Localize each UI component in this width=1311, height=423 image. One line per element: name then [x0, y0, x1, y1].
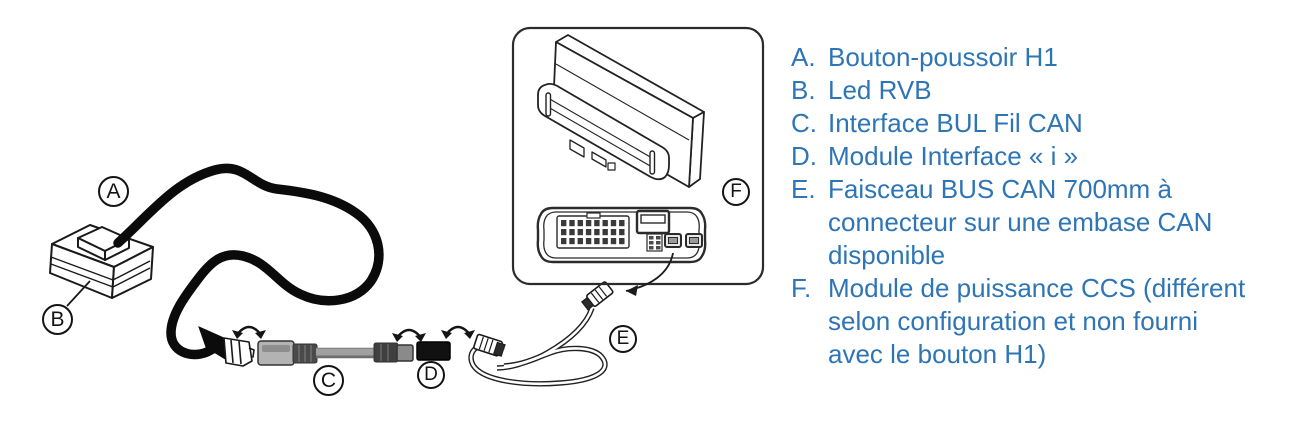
label-b-leader-line: [66, 280, 91, 307]
diagram-label-c: C: [313, 365, 344, 396]
legend-item-c: C. Interface BUL Fil CAN: [791, 107, 1296, 140]
legend-item-e: E. Faisceau BUS CAN 700mm à connecteur s…: [791, 173, 1296, 272]
legend-text: Interface BUL Fil CAN: [828, 108, 1083, 138]
legend-letter: C.: [791, 108, 817, 138]
legend-letter: B.: [791, 75, 816, 105]
button-cable-connector: [223, 337, 255, 367]
legend-letter: D.: [791, 141, 817, 171]
power-module-connector-panel: [536, 206, 707, 264]
bus-can-harness-e: [468, 281, 614, 387]
diagram-label-f: F: [722, 178, 750, 206]
label-e-letter: E: [616, 328, 630, 349]
legend-item-d: D. Module Interface « i »: [791, 140, 1296, 173]
swap-arrow-icon: [230, 325, 268, 341]
diagram-label-d: D: [417, 361, 445, 389]
legend-item-f: F. Module de puissance CCS (différent se…: [791, 272, 1296, 371]
legend-letter: A.: [791, 42, 816, 72]
label-a-letter: A: [106, 179, 121, 203]
legend-item-b: B. Led RVB: [791, 74, 1296, 107]
diagram-label-b: B: [42, 304, 73, 335]
swap-arrow-icon: [390, 328, 428, 344]
legend: A. Bouton-poussoir H1 B. Led RVB C. Inte…: [791, 41, 1296, 371]
label-c-letter: C: [320, 368, 337, 392]
button-cable: [113, 163, 384, 360]
legend-text: Module de puissance CCS (différent selon…: [828, 273, 1246, 369]
swap-arrow-icon: [439, 325, 477, 341]
legend-text: Faisceau BUS CAN 700mm à connecteur sur …: [828, 174, 1213, 270]
wiring-diagram: [49, 26, 765, 387]
interface-module-d: [416, 341, 451, 361]
label-d-letter: D: [424, 364, 438, 385]
legend-text: Bouton-poussoir H1: [828, 42, 1058, 72]
legend-item-a: A. Bouton-poussoir H1: [791, 41, 1296, 74]
label-f-letter: F: [730, 181, 742, 202]
legend-text: Module Interface « i »: [828, 141, 1079, 171]
legend-text: Led RVB: [828, 75, 932, 105]
port-connection-arrow: [625, 252, 674, 296]
legend-letter: F.: [791, 273, 812, 303]
interface-cable-c: [257, 340, 414, 366]
module-f-box: [511, 26, 765, 286]
label-b-letter: B: [50, 307, 65, 331]
legend-letter: E.: [791, 174, 816, 204]
diagram-label-a: A: [98, 176, 129, 207]
diagram-label-e: E: [609, 325, 637, 353]
push-button-device: [49, 224, 154, 299]
power-module-iso-view: [537, 34, 705, 188]
